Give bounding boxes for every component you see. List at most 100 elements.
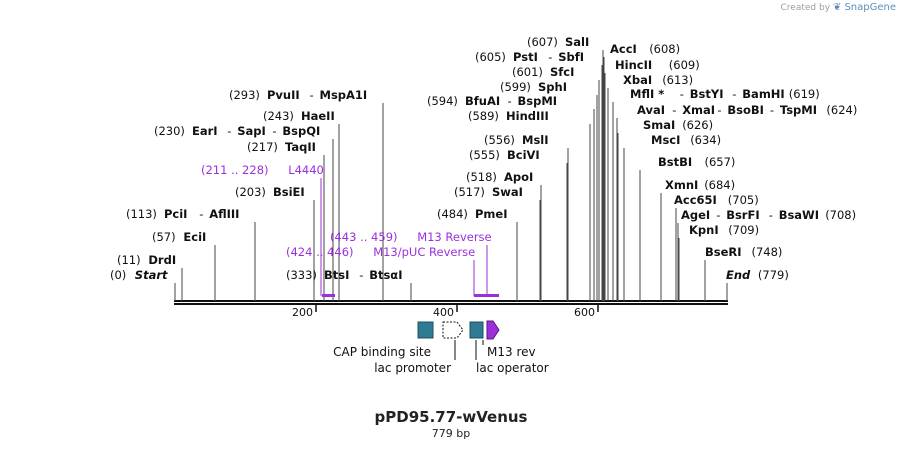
primer-name-l4440: L4440 xyxy=(288,163,324,177)
site-name-drdi: DrdI xyxy=(148,253,176,267)
feature-lac-promoter xyxy=(442,321,464,339)
site-name-end: End xyxy=(726,268,751,282)
site-position-pcii: (113) xyxy=(126,207,157,221)
site-name-swai: SwaI xyxy=(492,185,523,199)
primer-range-l4440: (211 .. 228) xyxy=(201,163,269,177)
plasmid-name: pPD95.77-wVenus xyxy=(374,408,528,426)
site-name-agei: BsaWI xyxy=(779,208,819,222)
site-separator: - xyxy=(359,268,363,282)
site-position-agei: (708) xyxy=(825,208,856,222)
credit-text: Created by xyxy=(780,2,831,13)
site-position-drdi: (11) xyxy=(117,253,141,267)
credit: Created by ❦ SnapGene xyxy=(781,2,896,13)
site-separator: - xyxy=(680,87,684,101)
site-name-bfuai: BfuAI xyxy=(465,94,500,108)
site-position-hincii: (609) xyxy=(669,58,700,72)
site-name-agei: AgeI xyxy=(681,208,710,222)
site-name-mfli: BamHI xyxy=(742,87,784,101)
feature-m13-rev xyxy=(486,320,500,340)
site-name-sfci: SfcI xyxy=(550,65,574,79)
site-name-avai: XmaI xyxy=(682,103,715,117)
site-position-mfli: (619) xyxy=(789,87,820,101)
site-name-pvuii: PvuII xyxy=(267,88,300,102)
site-separator: - xyxy=(716,208,720,222)
axis-tick-label: 200 xyxy=(292,306,313,319)
site-position-sfci: (601) xyxy=(512,65,543,79)
site-name-bfuai: BspMI xyxy=(518,94,558,108)
feature-cap-binding-site xyxy=(417,321,434,339)
site-position-bcivi: (555) xyxy=(469,148,500,162)
site-name-psti: PstI xyxy=(513,50,538,64)
site-name-bcivi: BciVI xyxy=(507,148,540,162)
site-name-agei: BsrFI xyxy=(726,208,759,222)
site-name-smai: SmaI xyxy=(643,118,675,132)
site-position-acci: (608) xyxy=(649,42,680,56)
site-position-ecii: (57) xyxy=(152,230,176,244)
site-separator: - xyxy=(672,103,676,117)
site-position-bstbi: (657) xyxy=(705,155,736,169)
site-name-acci: AccI xyxy=(610,42,637,56)
primer-bar-m13 xyxy=(474,294,499,297)
site-name-eari: SapI xyxy=(237,124,266,138)
site-position-bsiei: (203) xyxy=(235,185,266,199)
site-position-smai: (626) xyxy=(682,118,713,132)
site-name-btsi: BtsαI xyxy=(369,268,402,282)
axis-tick-label: 600 xyxy=(574,306,595,319)
site-name-pcii: AflIII xyxy=(209,207,239,221)
site-separator: - xyxy=(227,124,231,138)
primer-name-m13rev: M13 Reverse xyxy=(417,230,491,244)
site-name-taqii: TaqII xyxy=(285,140,316,154)
site-position-eari: (230) xyxy=(154,124,185,138)
primer-bar-l4440 xyxy=(322,294,335,297)
feature-label-lac-operator: lac operator xyxy=(476,361,549,375)
site-name-bsiei: BsiEI xyxy=(273,185,305,199)
site-separator: - xyxy=(769,208,773,222)
feature-label-lac-promoter: lac promoter xyxy=(374,361,451,375)
site-name-psti: SbfI xyxy=(558,50,584,64)
site-name-start: Start xyxy=(135,268,168,282)
primer-name-m13puc: M13/pUC Reverse xyxy=(373,245,475,259)
site-position-btsi: (333) xyxy=(286,268,317,282)
site-name-avai: BsoBI xyxy=(727,103,764,117)
site-separator: - xyxy=(717,103,721,117)
site-position-psti: (605) xyxy=(475,50,506,64)
site-name-hindiii: HindIII xyxy=(506,109,549,123)
plasmid-length: 779 bp xyxy=(431,427,471,440)
site-name-kpni: KpnI xyxy=(689,223,719,237)
site-name-xbai: XbaI xyxy=(623,73,652,87)
site-name-pcii: PciI xyxy=(164,207,187,221)
site-name-mfli: MflI * xyxy=(630,87,664,101)
site-position-msli: (556) xyxy=(484,133,515,147)
credit-brand: SnapGene xyxy=(844,2,896,13)
site-separator: - xyxy=(310,88,314,102)
site-name-eari: BspQI xyxy=(282,124,320,138)
primer-range-m13rev: (443 .. 459) xyxy=(330,230,398,244)
site-position-xbai: (613) xyxy=(662,73,693,87)
feature-label-cap: CAP binding site xyxy=(333,345,431,359)
site-name-haeii: HaeII xyxy=(301,109,335,123)
site-separator: - xyxy=(508,94,512,108)
site-position-bseri: (748) xyxy=(752,245,783,259)
site-separator: - xyxy=(199,207,203,221)
site-separator: - xyxy=(732,87,736,101)
feature-label-m13-rev: M13 rev xyxy=(487,345,536,359)
site-position-msci: (634) xyxy=(690,133,721,147)
site-name-sali: SalI xyxy=(565,35,589,49)
site-position-apoi: (518) xyxy=(466,170,497,184)
snapgene-logo-icon: ❦ xyxy=(833,2,842,13)
site-separator: - xyxy=(770,103,774,117)
site-separator: - xyxy=(548,50,552,64)
site-position-end: (779) xyxy=(758,268,789,282)
site-name-hincii: HincII xyxy=(615,58,652,72)
site-name-sphi: SphI xyxy=(538,80,567,94)
site-position-start: (0) xyxy=(110,268,126,282)
site-position-acc65i: (705) xyxy=(728,193,759,207)
site-position-xmni: (684) xyxy=(704,178,735,192)
site-name-msci: MscI xyxy=(651,133,680,147)
site-name-bseri: BseRI xyxy=(705,245,742,259)
site-name-apoi: ApoI xyxy=(504,170,533,184)
site-name-btsi: BtsI xyxy=(324,268,349,282)
site-separator: - xyxy=(272,124,276,138)
primer-range-m13puc: (424 .. 446) xyxy=(286,245,354,259)
